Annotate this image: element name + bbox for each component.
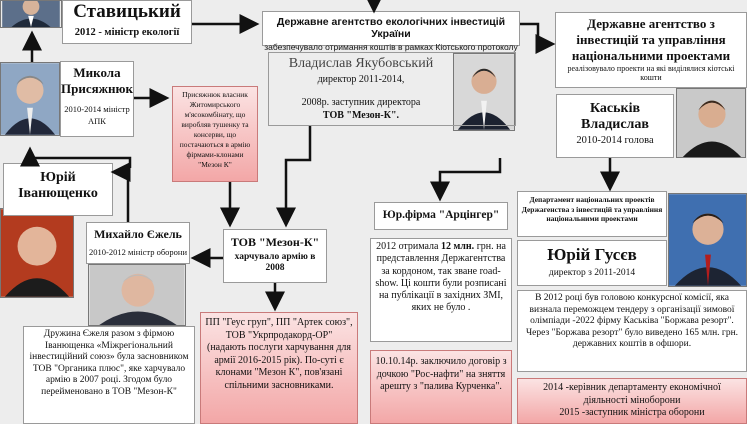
arrow-kaskiv-artsinher xyxy=(430,158,502,202)
agency-eco-subtitle: забезпечувало отримання коштів в рамках … xyxy=(264,42,518,52)
arrow-yakub-mezon xyxy=(276,126,312,228)
yakubovskyi-name: Владислав Якубовський xyxy=(288,56,434,71)
ivaniushchenko-name-1: Юрій xyxy=(40,170,76,185)
kaskiv-card: Каськів Владислав 2010-2014 голова xyxy=(556,94,674,158)
ivaniushchenko-photo xyxy=(0,208,74,298)
prysiazhniuk-name-1: Микола xyxy=(73,65,121,80)
stavytskyi-card: Ставицький 2012 - міністр екології xyxy=(62,0,192,44)
husiev-note-2: 2014 -керівник департаменту економічної … xyxy=(517,378,747,424)
arrow-agency-natproject xyxy=(520,22,556,54)
ivaniushchenko-card: Юрій Іванющенко xyxy=(3,163,113,216)
mezon-desc: харчувало армію в 2008 xyxy=(234,252,316,273)
yakubovskyi-extra-2: ТОВ "Мезон-К". xyxy=(322,110,400,121)
kaskiv-role: 2010-2014 голова xyxy=(576,135,654,146)
kaskiv-name-1: Каськів xyxy=(589,101,641,116)
stavytskyi-name: Ставицький xyxy=(73,1,181,22)
prysiazhniuk-note: Присяжнюк власник Житомирського м'ясоком… xyxy=(172,86,258,182)
artsinher-card: Юр.фірма "Арцінгер" xyxy=(374,202,508,230)
husiev-note-2-line1: 2014 -керівник департаменту економічної … xyxy=(543,382,721,406)
mezon-card: ТОВ "Мезон-К" харчувало армію в 2008 xyxy=(223,229,327,283)
arrow-yezhel-ivaniushchenko xyxy=(110,162,131,222)
yezhel-photo xyxy=(88,264,186,326)
artsinher-note-1-before: 2012 отримала xyxy=(376,241,441,252)
prysiazhniuk-card: Микола Присяжнюк 2010-2014 міністр АПК xyxy=(60,61,134,137)
husiev-role: директор з 2011-2014 xyxy=(548,268,636,278)
yakubovskyi-extra-1: 2008р. заступник директора xyxy=(301,97,421,108)
ivaniushchenko-name-2: Іванющенко xyxy=(18,186,98,201)
dept-card: Департамент національних проектів Держаг… xyxy=(517,191,667,237)
yezhel-name: Михайло Єжель xyxy=(94,227,182,241)
prysiazhniuk-role: 2010-2014 міністр АПК xyxy=(64,104,130,126)
prysiazhniuk-photo xyxy=(0,62,60,136)
kaskiv-name-2: Владислав xyxy=(581,117,649,132)
mezon-note: ПП "Геус груп", ПП "Артек союз", ТОВ "Ук… xyxy=(200,312,358,424)
yezhel-card: Михайло Єжель 2010-2012 міністр оборони xyxy=(86,222,190,264)
agency-nat-title: Державне агентство з інвестицій та управ… xyxy=(571,16,731,63)
husiev-name: Юрій Гусєв xyxy=(547,245,637,264)
agency-eco-title: Державне агентство екологічних інвестиці… xyxy=(276,16,506,40)
dept-title: Департамент національних проектів Держаг… xyxy=(521,195,663,223)
agency-eco-card: Державне агентство екологічних інвестиці… xyxy=(262,11,520,52)
husiev-note: В 2012 році був головою конкурсної коміс… xyxy=(517,290,747,372)
artsinher-note-1: 2012 отримала 12 млн. грн. на представле… xyxy=(370,238,512,342)
artsinher-label: Юр.фірма "Арцінгер" xyxy=(382,209,500,221)
artsinher-note-1-bold: 12 млн. xyxy=(441,241,475,252)
husiev-card: Юрій Гусєв директор з 2011-2014 xyxy=(517,240,667,286)
yezhel-note: Дружина Єжеля разом з фірмою Іванющенка … xyxy=(23,326,195,424)
mezon-name: ТОВ "Мезон-К" xyxy=(230,235,320,249)
husiev-note-2-line2: 2015 -заступник міністра оборони xyxy=(559,407,705,418)
yakubovskyi-role: директор 2011-2014, xyxy=(317,74,405,85)
agency-nat-card: Державне агентство з інвестицій та управ… xyxy=(555,12,747,88)
stavytskyi-role: 2012 - міністр екології xyxy=(74,27,180,38)
yakubovskyi-card: Владислав Якубовський директор 2011-2014… xyxy=(268,52,516,126)
artsinher-note-1-after: грн. на представлення Держагентства за к… xyxy=(375,241,507,314)
artsinher-note-2: 10.10.14р. заключило договір з дочкою "Р… xyxy=(370,350,512,424)
yezhel-role: 2010-2012 міністр оборони xyxy=(89,247,187,257)
agency-nat-subtitle: реалізовувало проекти на які виділялися … xyxy=(567,64,735,82)
husiev-photo xyxy=(668,193,747,287)
kaskiv-photo xyxy=(676,88,746,158)
stavytskyi-photo xyxy=(0,0,62,28)
prysiazhniuk-name-2: Присяжнюк xyxy=(61,81,133,96)
